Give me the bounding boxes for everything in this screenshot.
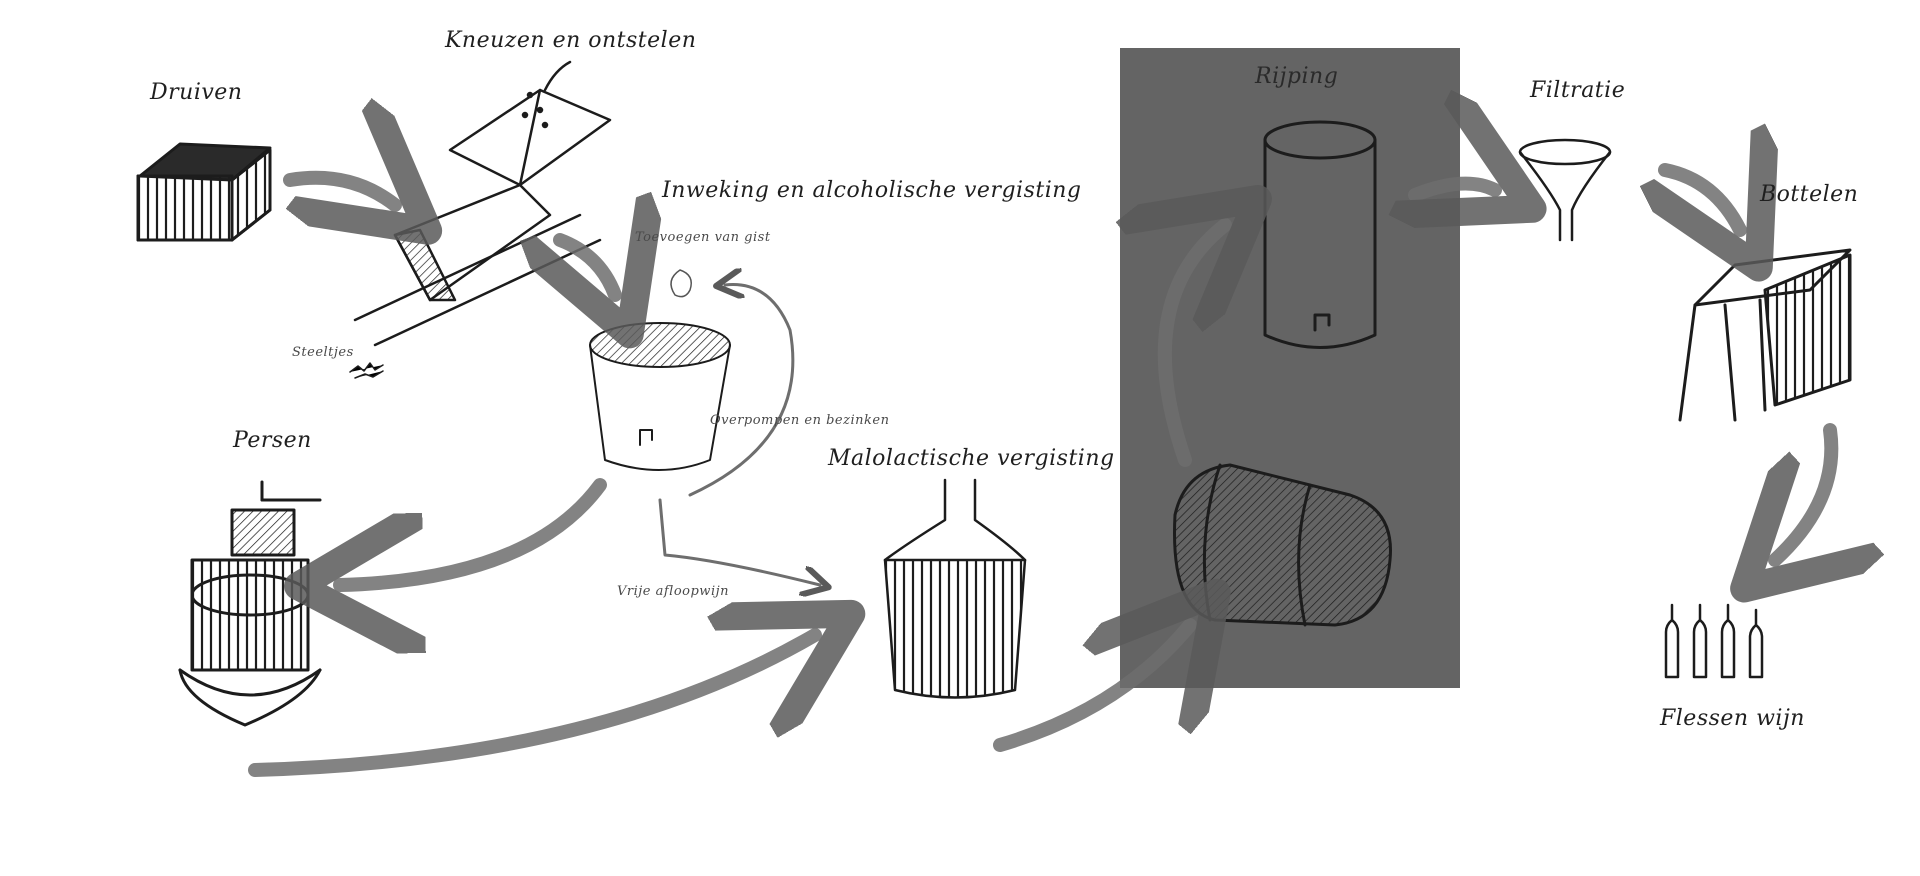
- label-gist: Toevoegen van gist: [635, 230, 771, 245]
- arrow-persen-to-malolactische: [248, 635, 815, 777]
- arrow-inweking-to-persen: [340, 478, 607, 585]
- label-inweking: Inweking en alcoholische vergisting: [662, 178, 1082, 203]
- stems-pile-icon: [349, 362, 384, 379]
- label-filtratie: Filtratie: [1530, 78, 1626, 103]
- yeast-drop-icon: [670, 269, 692, 298]
- label-rijping: Rijping: [1255, 64, 1339, 89]
- arrow-overpompen-loop: [688, 285, 795, 497]
- wine-bottles-icon: [1664, 603, 1764, 679]
- label-malolactische: Malolactische vergisting: [828, 446, 1115, 471]
- bottling-machine-icon: [1678, 248, 1852, 422]
- fermentation-vat-icon: [589, 322, 731, 471]
- maturation-tank-icon: [1263, 120, 1377, 349]
- funnel-icon: [1518, 138, 1612, 242]
- label-vrije-afloopwijn: Vrije afloopwijn: [617, 584, 729, 599]
- arrow-druiven-to-kneuzen: [283, 178, 395, 205]
- arrow-filtratie-to-bottelen: [1665, 170, 1740, 230]
- arrow-tank-to-filtratie: [1415, 184, 1495, 195]
- label-overpompen: Overpompen en bezinken: [710, 413, 890, 428]
- label-persen: Persen: [233, 428, 312, 453]
- label-bottelen: Bottelen: [1760, 182, 1859, 207]
- arrow-malolactische-to-barrel: [993, 625, 1190, 752]
- label-flessen: Flessen wijn: [1660, 706, 1805, 731]
- demijohn-icon: [883, 478, 1027, 699]
- label-druiven: Druiven: [150, 80, 243, 105]
- arrow-barrel-to-tank: [1165, 225, 1225, 467]
- wine-press-icon: [178, 480, 322, 727]
- label-kneuzen: Kneuzen en ontstelen: [445, 28, 697, 53]
- arrow-vrije-afloopwijn: [658, 498, 820, 585]
- grape-crate-icon: [136, 142, 272, 242]
- label-steeltjes: Steeltjes: [292, 345, 354, 360]
- arrow-bottelen-to-flessen: [1775, 423, 1831, 560]
- arrow-kneuzen-to-inweking: [560, 240, 615, 295]
